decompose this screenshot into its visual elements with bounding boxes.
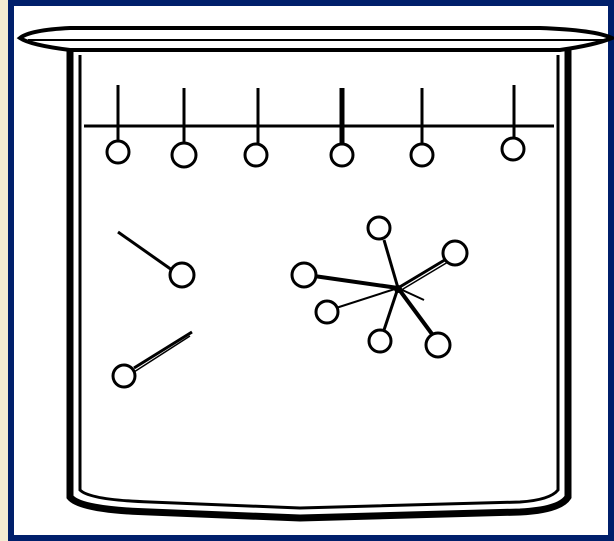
micelle-molecule (398, 288, 450, 357)
free-molecule (113, 332, 192, 387)
free-molecule (118, 232, 194, 287)
micelle-molecule (316, 288, 398, 323)
micelle-core (394, 285, 402, 293)
beaker-rim (20, 28, 612, 50)
micelle-molecule (292, 263, 398, 288)
micelle-cluster (292, 217, 467, 357)
micelle-molecule (368, 217, 398, 288)
beaker-outline (70, 48, 568, 518)
surface-molecule (502, 85, 524, 160)
micelle-molecule (369, 288, 398, 352)
surface-molecule (107, 85, 129, 163)
micelle-molecule (398, 241, 467, 292)
